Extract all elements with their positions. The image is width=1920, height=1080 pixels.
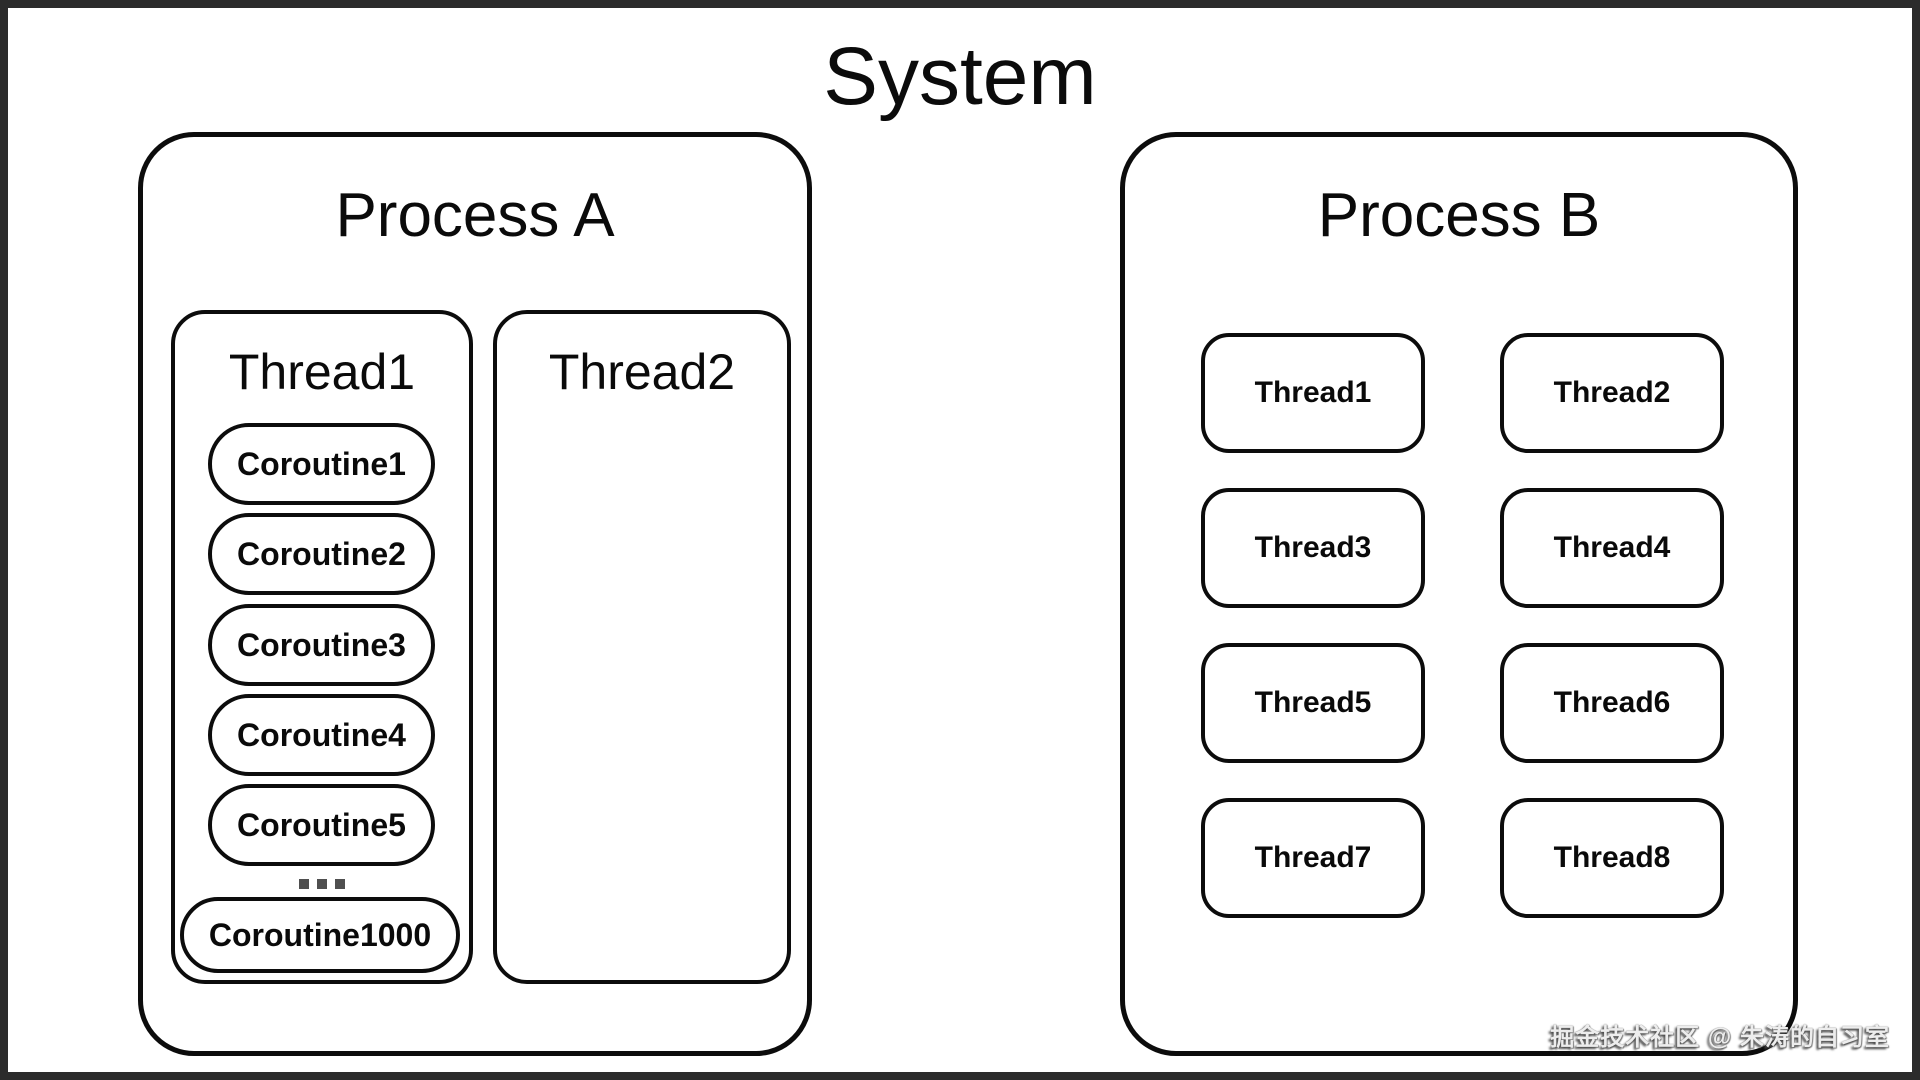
- process-a-thread1-box: Thread1 Coroutine1 Coroutine2 Coroutine3…: [171, 310, 473, 984]
- process-a-thread2-label: Thread2: [548, 344, 736, 400]
- watermark: 掘金技术社区 @ 朱涛的自习室: [1550, 1024, 1890, 1051]
- thread-box: Thread2: [1500, 333, 1724, 453]
- coroutine-item: Coroutine1: [208, 423, 435, 505]
- coroutine-item: Coroutine2: [208, 513, 435, 595]
- coroutine-item: Coroutine4: [208, 694, 435, 776]
- thread-box: Thread8: [1500, 798, 1724, 918]
- dot: [317, 879, 327, 889]
- system-title: System: [823, 31, 1097, 122]
- process-a-label: Process A: [335, 181, 615, 250]
- coroutine-item: Coroutine5: [208, 784, 435, 866]
- thread-box: Thread7: [1201, 798, 1425, 918]
- thread-box: Thread3: [1201, 488, 1425, 608]
- thread-box: Thread5: [1201, 643, 1425, 763]
- process-a-thread2-box: Thread2: [493, 310, 791, 984]
- process-b-label: Process B: [1317, 181, 1601, 250]
- dot: [299, 879, 309, 889]
- thread-box: Thread1: [1201, 333, 1425, 453]
- thread-box: Thread6: [1500, 643, 1724, 763]
- process-b-box: Process B Thread1 Thread2 Thread3 Thread…: [1120, 132, 1798, 1056]
- coroutine1000-item: Coroutine1000: [180, 897, 460, 973]
- ellipsis-dots: [175, 879, 469, 889]
- dot: [335, 879, 345, 889]
- process-a-box: Process A Thread1 Coroutine1 Coroutine2 …: [138, 132, 812, 1056]
- coroutine-item: Coroutine3: [208, 604, 435, 686]
- thread-box: Thread4: [1500, 488, 1724, 608]
- process-a-thread1-label: Thread1: [228, 344, 416, 400]
